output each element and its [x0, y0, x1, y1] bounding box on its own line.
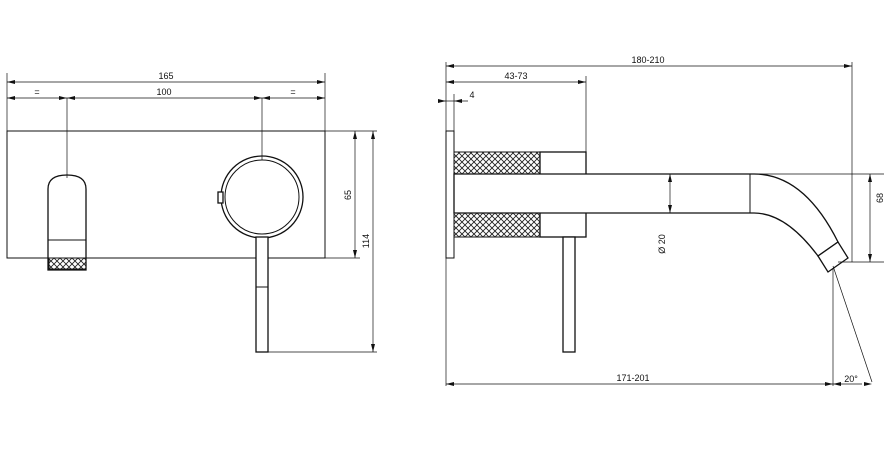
side-spout [453, 173, 849, 273]
dim-total-height: 114 [361, 234, 371, 248]
front-lever [255, 236, 269, 353]
side-wall-plate [445, 130, 455, 259]
front-spout [47, 174, 87, 271]
dim-left-offset: = [34, 87, 39, 97]
dim-angle: 20° [844, 374, 858, 384]
dim-overall-length: 180-210 [631, 55, 664, 65]
dim-spout-diameter: Ø 20 [657, 234, 667, 254]
dim-reach: 171-201 [616, 373, 649, 383]
front-aerator [48, 257, 87, 270]
dim-body-depth: 43-73 [504, 71, 527, 81]
front-handle [217, 155, 304, 353]
dim-center-distance: 100 [156, 87, 171, 97]
side-view: 180-210 43-73 4 Ø 20 68 171-201 20° [438, 55, 885, 386]
dim-spout-height: 68 [875, 193, 885, 203]
dim-plate-height: 65 [343, 190, 353, 200]
dim-right-offset: = [290, 87, 295, 97]
front-wall-plate [6, 130, 326, 259]
dim-overall-width: 165 [158, 71, 173, 81]
side-lever [562, 236, 576, 353]
dim-plate-thickness: 4 [469, 90, 474, 100]
front-view: 165 = 100 = 65 114 [6, 71, 377, 353]
